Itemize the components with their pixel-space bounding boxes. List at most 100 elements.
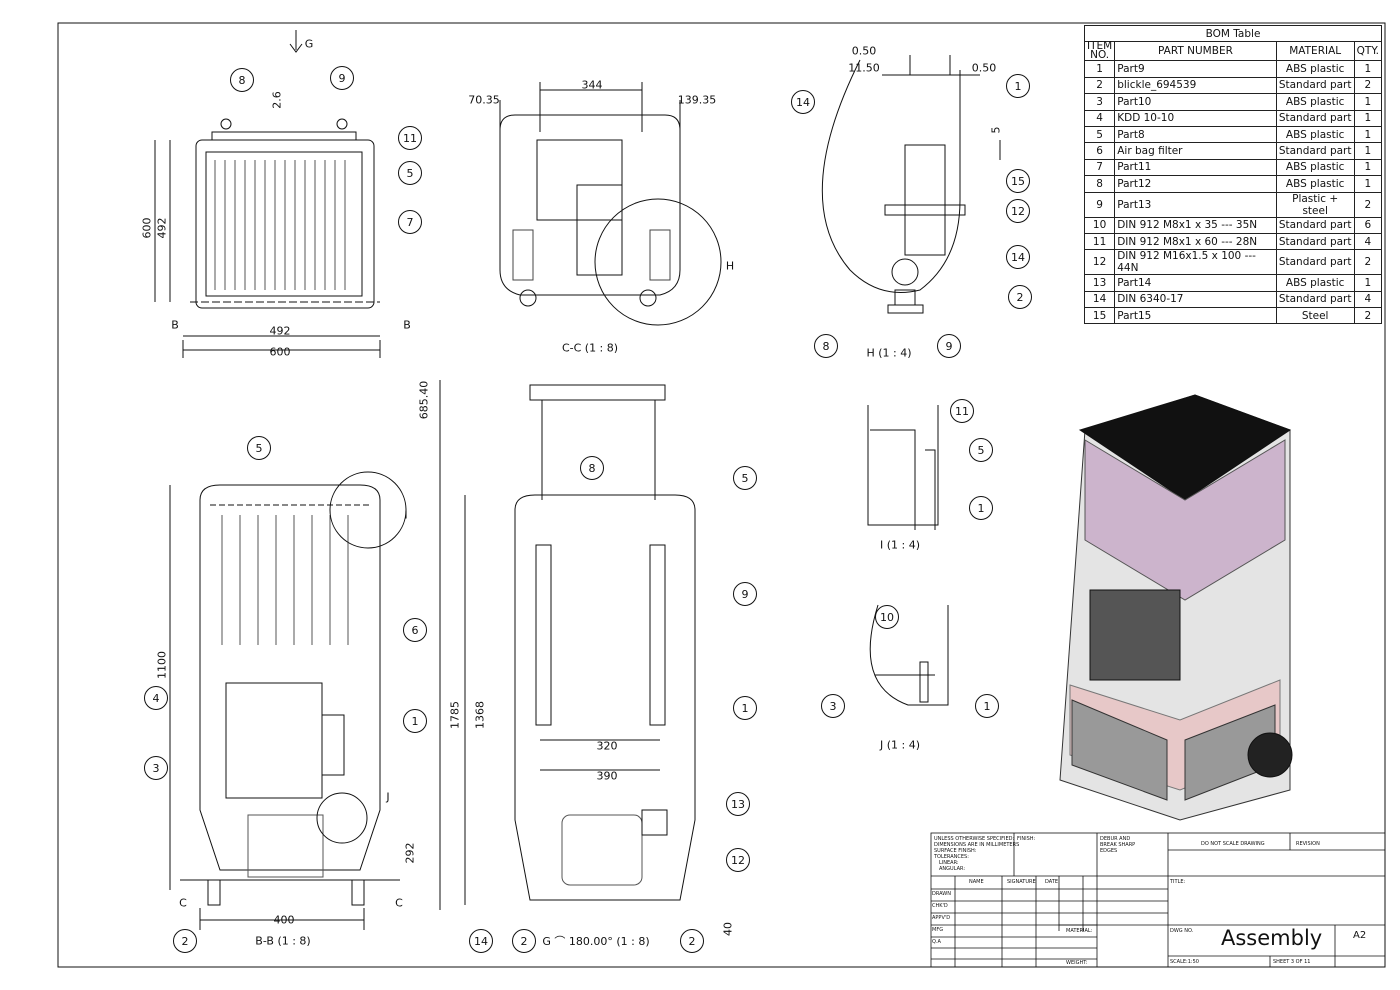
title-block-lines [930, 832, 1386, 968]
item-balloon: 2 [680, 929, 704, 953]
bom-material: Steel [1275, 307, 1355, 325]
col-name: NAME [969, 879, 984, 885]
row-qa: Q.A [932, 939, 941, 945]
bom-item-no: 13 [1083, 274, 1116, 292]
bom-qty: 4 [1353, 290, 1383, 309]
item-balloon: 14 [791, 90, 815, 114]
title-block: UNLESS OTHERWISE SPECIFIED:DIMENSIONS AR… [931, 833, 1385, 967]
dimension-text: B [171, 318, 179, 332]
finish-label: FINISH: [1017, 836, 1036, 842]
bom-part-number: Part9 [1114, 60, 1277, 78]
bom-material: ABS plastic [1275, 158, 1355, 177]
top-view [154, 30, 381, 358]
bom-qty: 2 [1353, 191, 1383, 218]
item-balloon: 5 [247, 436, 271, 460]
item-balloon: 8 [814, 334, 838, 358]
weight-label: WEIGHT: [1066, 960, 1088, 966]
view-label: J (1 : 4) [879, 738, 921, 752]
item-balloon: 13 [726, 792, 750, 816]
item-balloon: 3 [144, 756, 168, 780]
item-balloon: 1 [969, 496, 993, 520]
dimension-text: 320 [596, 739, 618, 753]
item-balloon: 10 [875, 605, 899, 629]
dimension-text: 292 [403, 842, 417, 864]
bom-qty: 1 [1353, 109, 1383, 127]
bom-item-no: 6 [1083, 142, 1116, 160]
bom-qty: 6 [1353, 216, 1383, 234]
bom-material: Standard part [1275, 249, 1355, 276]
bom-qty: 1 [1353, 175, 1383, 193]
dimension-text: G [304, 37, 314, 51]
bom-part-number: DIN 912 M16x1.5 x 100 --- 44N [1114, 249, 1277, 276]
item-balloon: 3 [821, 694, 845, 718]
material-label: MATERIAL: [1066, 928, 1093, 934]
item-balloon: 2 [1008, 285, 1032, 309]
bom-qty: 4 [1353, 232, 1383, 251]
note: ANGULAR: [939, 866, 966, 872]
item-balloon: 11 [398, 126, 422, 150]
bom-header-material: MATERIAL [1275, 41, 1355, 62]
view-label: C-C (1 : 8) [561, 341, 619, 355]
section-bb-view [169, 471, 407, 930]
isometric-view [1059, 394, 1293, 821]
bom-item-no: 1 [1083, 60, 1116, 78]
item-balloon: 9 [733, 582, 757, 606]
dimension-text: C [179, 896, 187, 910]
bom-item-no: 9 [1083, 191, 1116, 218]
bom-material: Standard part [1275, 76, 1355, 95]
bom-item-no: 12 [1083, 249, 1116, 276]
item-balloon: 7 [398, 210, 422, 234]
item-balloon: 14 [1006, 245, 1030, 269]
item-balloon: 15 [1006, 169, 1030, 193]
bom-header-qty: QTY. [1353, 41, 1383, 62]
drawing-title: Assembly [1221, 926, 1323, 950]
dimension-text: B [403, 318, 411, 332]
item-balloon: 2 [512, 929, 536, 953]
item-balloon: 4 [144, 686, 168, 710]
tolerance-notes: UNLESS OTHERWISE SPECIFIED:DIMENSIONS AR… [934, 836, 1019, 872]
bom-part-number: Part8 [1114, 125, 1277, 144]
bom-material: Standard part [1275, 142, 1355, 160]
sheet-size: A2 [1353, 930, 1367, 941]
row-drawn: DRAWN [932, 891, 951, 897]
dimension-text: 11.50 [848, 61, 880, 75]
dimension-text: 390 [596, 769, 618, 783]
item-balloon: 1 [975, 694, 999, 718]
item-balloon: 5 [969, 438, 993, 462]
bom-qty: 1 [1353, 142, 1383, 160]
do-not-scale: DO NOT SCALE DRAWING [1201, 841, 1265, 847]
bom-part-number: DIN 6340-17 [1114, 290, 1277, 309]
bom-title: BOM Table [1084, 24, 1382, 43]
dimension-text: 1785 [448, 701, 462, 729]
note: DIMENSIONS ARE IN MILLIMETERS [934, 842, 1020, 848]
detail-j-view [869, 604, 949, 706]
row-mfg: MFG [932, 927, 944, 933]
dimension-text: 685.40 [417, 380, 431, 420]
bom-part-number: Part11 [1114, 158, 1277, 177]
bom-material: Plastic + steel [1275, 191, 1355, 218]
bom-qty: 1 [1353, 158, 1383, 177]
bom-material: Standard part [1275, 109, 1355, 127]
dimension-text: 400 [273, 913, 295, 927]
dimension-text: 40 [721, 922, 735, 936]
dimension-text: H [725, 259, 735, 273]
bom-item-no: 2 [1083, 76, 1116, 95]
bom-part-number: Part10 [1114, 93, 1277, 111]
dwg-no-label: DWG NO. [1170, 928, 1194, 934]
item-balloon: 2 [173, 929, 197, 953]
dimension-text: C [395, 896, 403, 910]
bom-item-no: 11 [1083, 232, 1116, 251]
item-balloon: 5 [398, 161, 422, 185]
bom-material: ABS plastic [1275, 125, 1355, 144]
col-date: DATE [1045, 879, 1059, 885]
item-balloon: 1 [733, 696, 757, 720]
sheet-border [57, 22, 1386, 968]
bom-part-number: Part12 [1114, 175, 1277, 193]
